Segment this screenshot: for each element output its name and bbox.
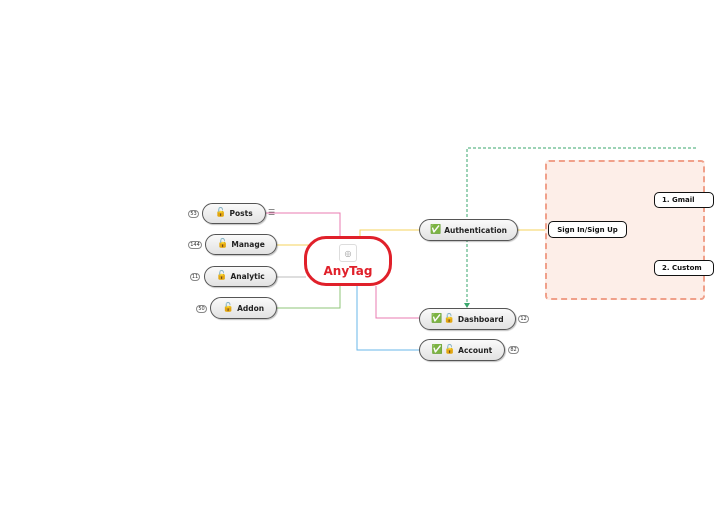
node-dashboard[interactable]: ✅ 🔓 Dashboard (419, 308, 516, 330)
connector-posts (266, 212, 341, 236)
connector-authentication (359, 229, 419, 236)
lock-icon: 🔓 (443, 344, 456, 355)
node-posts[interactable]: 🔓 Posts (202, 203, 266, 224)
node-label: Manage (231, 240, 265, 249)
count-badge: 53 (188, 210, 199, 218)
target-icon: ◎ (339, 244, 357, 262)
count-badge: 82 (508, 346, 519, 354)
node-label: Dashboard (457, 314, 504, 324)
relationship-arrowhead (464, 303, 470, 308)
lock-icon: 🔓 (216, 271, 228, 281)
check-icon: ✅ (431, 344, 443, 355)
node-gmail[interactable]: 1. Gmail (654, 192, 714, 208)
count-badge: 11 (190, 273, 200, 281)
check-icon: ✅ (429, 224, 442, 235)
connector-dashboard (375, 286, 419, 319)
node-manage[interactable]: 🔓 Manage (205, 234, 277, 255)
node-addon[interactable]: 🔓 Addon (210, 297, 277, 319)
node-label: Posts (229, 209, 253, 218)
connector-addon (277, 286, 341, 309)
notes-icon[interactable]: ☰ (268, 208, 276, 217)
node-analytic[interactable]: 🔓 Analytic (204, 266, 277, 287)
check-icon: ✅ (431, 313, 443, 324)
root-node[interactable]: ◎ AnyTag (304, 236, 392, 286)
node-account[interactable]: ✅ 🔓 Account (419, 339, 505, 361)
count-badge: 50 (196, 305, 207, 313)
relationship-line (466, 147, 696, 304)
node-label: Addon (237, 303, 265, 313)
root-title: AnyTag (323, 264, 373, 278)
node-label: Account (458, 345, 493, 355)
lock-icon: 🔓 (217, 239, 229, 249)
connector-account (356, 286, 419, 351)
lock-icon: 🔓 (215, 208, 227, 218)
node-sign-in-sign-up[interactable]: Sign In/Sign Up (548, 221, 627, 238)
node-authentication[interactable]: ✅ Authentication (419, 219, 518, 241)
count-badge: 12 (518, 315, 529, 323)
node-label: Authentication (444, 225, 508, 235)
node-label: Analytic (230, 272, 265, 281)
lock-icon: 🔓 (222, 302, 235, 313)
count-badge: 144 (188, 241, 202, 249)
node-custom[interactable]: 2. Custom (654, 260, 714, 276)
lock-icon: 🔓 (443, 313, 455, 324)
